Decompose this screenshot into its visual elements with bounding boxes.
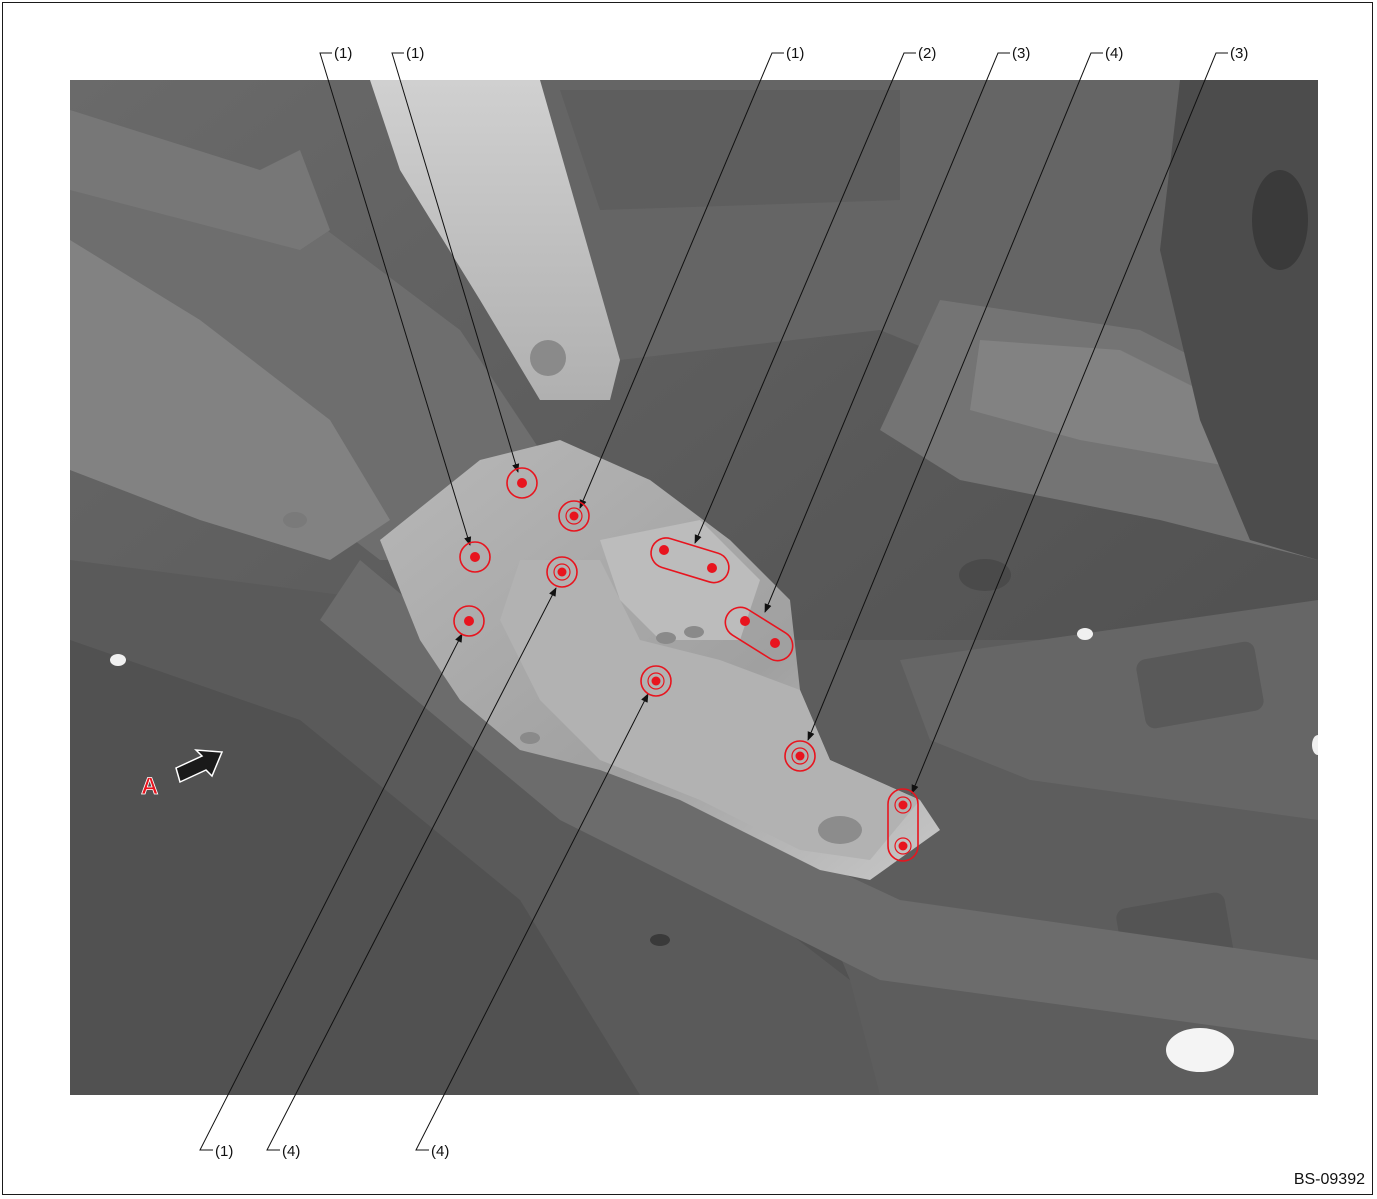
callout-label: (4) xyxy=(431,1143,449,1160)
car-body-image xyxy=(70,80,1318,1095)
spot-weld xyxy=(558,500,590,532)
leader-line xyxy=(911,52,1228,794)
spot-weld xyxy=(546,556,578,588)
leader-line xyxy=(415,693,649,1151)
leader-line xyxy=(266,587,557,1151)
leader-line xyxy=(319,52,472,546)
leader-line xyxy=(391,52,520,473)
spot-weld xyxy=(506,467,538,499)
callout-label: (1) xyxy=(334,45,352,62)
leader-line xyxy=(694,52,916,544)
leader-lines xyxy=(199,52,1228,1151)
view-marker-label: A xyxy=(141,773,158,800)
leader-line xyxy=(199,633,463,1151)
spot-weld xyxy=(784,740,816,772)
leader-line xyxy=(764,52,1010,613)
leader-line xyxy=(579,52,784,509)
callout-label: (1) xyxy=(215,1143,233,1160)
view-direction-marker: A xyxy=(141,749,224,800)
callout-label: (1) xyxy=(786,45,804,62)
callout-labels-top: (1) (1) (1) (2) (3) (4) (3) xyxy=(334,45,1248,62)
callout-label: (1) xyxy=(406,45,424,62)
leader-line xyxy=(807,52,1103,741)
spot-weld xyxy=(459,541,491,573)
spot-weld-pair xyxy=(887,788,919,862)
callout-label: (2) xyxy=(918,45,936,62)
view-arrow-icon xyxy=(175,749,224,784)
callout-label: (4) xyxy=(1105,45,1123,62)
callout-label: (3) xyxy=(1230,45,1248,62)
spot-weld-pair xyxy=(650,537,730,584)
callout-label: (3) xyxy=(1012,45,1030,62)
callout-label: (4) xyxy=(282,1143,300,1160)
spot-weld xyxy=(453,605,485,637)
figure-code: BS-09392 xyxy=(1293,1171,1365,1188)
spot-weld-pair xyxy=(724,606,794,662)
spot-weld xyxy=(640,665,672,697)
callout-labels-bottom: (1) (4) (4) xyxy=(215,1143,449,1160)
spot-welds xyxy=(453,467,919,862)
